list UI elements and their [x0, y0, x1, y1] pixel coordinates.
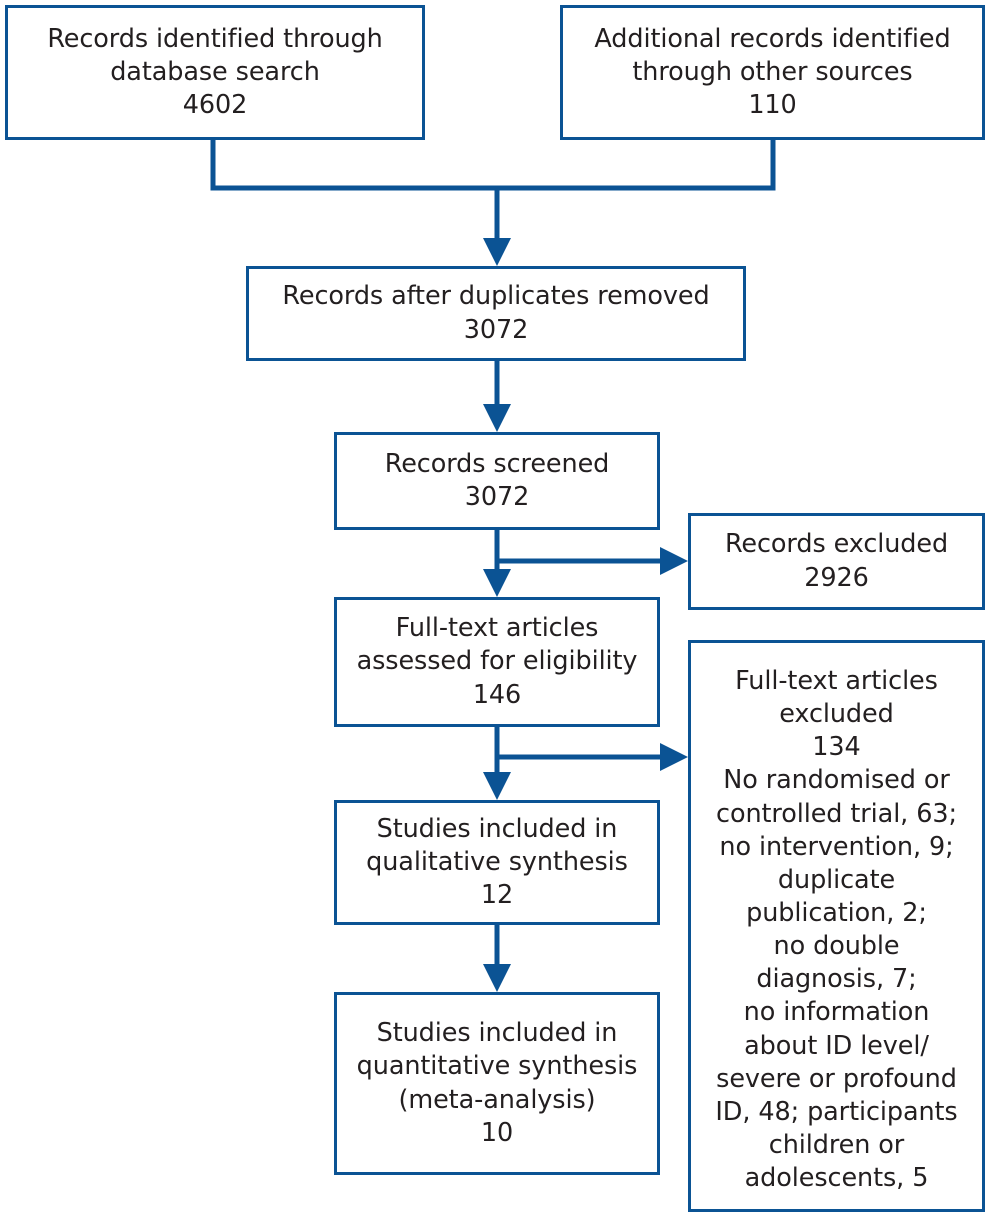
connector-db-search-to-merge [210, 140, 497, 191]
box-additional-records-other-sources: Additional records identified through ot… [560, 5, 985, 140]
connector-other-sources-to-merge [497, 140, 776, 191]
box-records-screened: Records screened 3072 [334, 432, 660, 530]
box-fulltext-articles-excluded: Full-text articles excluded 134 No rando… [688, 640, 985, 1212]
arrowhead-screened-right [660, 547, 688, 575]
box-records-after-duplicates-removed: Records after duplicates removed 3072 [246, 266, 746, 361]
box-records-excluded: Records excluded 2926 [688, 513, 985, 610]
box-studies-included-quantitative-synthesis: Studies included in quantitative synthes… [334, 992, 660, 1175]
arrowhead-duplicates-down [483, 404, 511, 432]
box-fulltext-articles-assessed-for-eligibility: Full-text articles assessed for eligibil… [334, 597, 660, 727]
arrowhead-fulltext-right [660, 743, 688, 771]
arrowhead-fulltext-down [483, 772, 511, 800]
box-records-identified-database-search: Records identified through database sear… [5, 5, 425, 140]
arrowhead-screened-down [483, 569, 511, 597]
arrowhead-qualitative-down [483, 964, 511, 992]
box-studies-included-qualitative-synthesis: Studies included in qualitative synthesi… [334, 800, 660, 925]
arrowhead-merge-down [483, 238, 511, 266]
